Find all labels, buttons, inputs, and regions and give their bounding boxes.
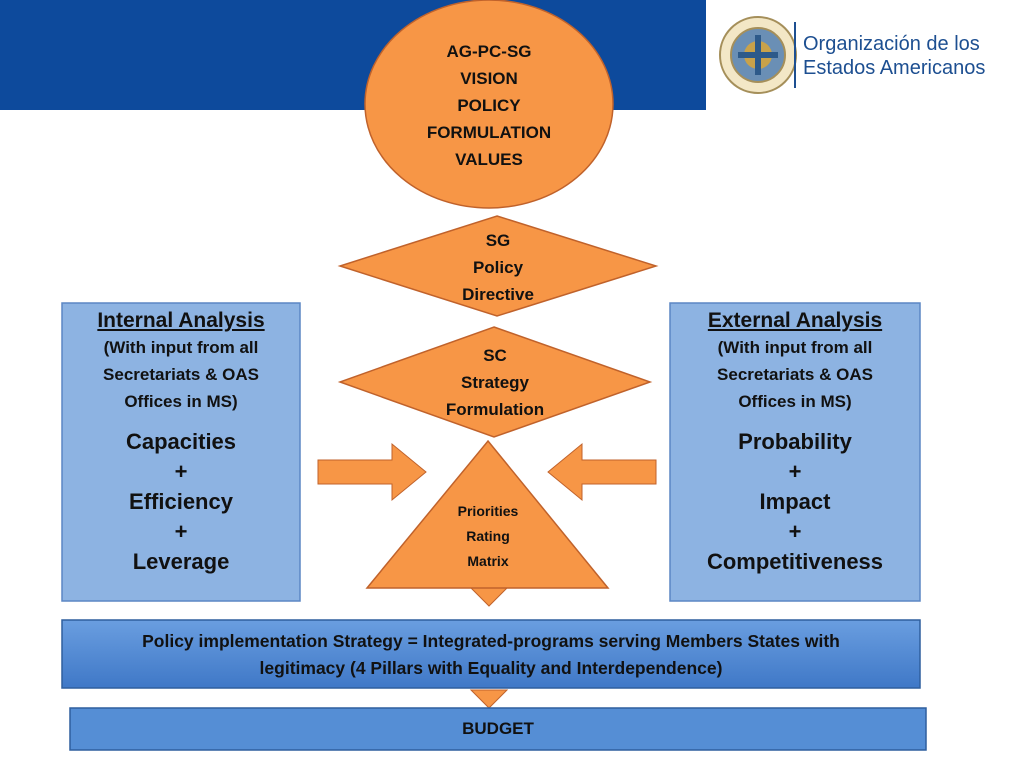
triangle-line-rating: Rating	[466, 528, 510, 544]
external-item-plus-1: +	[788, 459, 802, 484]
strategy-line-2: legitimacy (4 Pillars with Equality and …	[259, 658, 723, 678]
priorities-triangle	[365, 439, 610, 589]
internal-analysis-sub-2: Secretariats & OAS	[103, 365, 259, 384]
org-name-line1: Organización de los	[803, 33, 980, 55]
external-analysis-sub-2: Secretariats & OAS	[717, 365, 873, 384]
policy-directive-diamond	[337, 215, 659, 317]
vision-circle	[364, 0, 614, 209]
internal-analysis-panel	[61, 302, 301, 602]
org-name-line2: Estados Americanos	[803, 57, 986, 79]
circle-line-vision: VISION	[460, 69, 518, 88]
logo-area	[706, 0, 1024, 110]
internal-analysis-sub-3: Offices in MS)	[124, 392, 238, 411]
internal-analysis-text: Internal Analysis (With input from all S…	[62, 308, 300, 577]
budget-bar	[69, 707, 927, 751]
oas-seal-icon	[719, 16, 797, 94]
priorities-triangle-text: Priorities Rating Matrix	[428, 499, 548, 574]
external-item-probability: Probability	[738, 429, 852, 454]
down-connector-2	[469, 689, 509, 709]
internal-item-plus-1: +	[174, 459, 188, 484]
triangle-line-matrix: Matrix	[467, 553, 509, 569]
external-item-impact: Impact	[759, 489, 831, 514]
external-analysis-text: External Analysis (With input from all S…	[670, 308, 920, 577]
external-item-plus-2: +	[788, 519, 802, 544]
diamond2-line-strategy: Strategy	[460, 373, 530, 392]
external-analysis-sub-3: Offices in MS)	[738, 392, 852, 411]
diamond1-line-directive: Directive	[462, 285, 534, 304]
circle-line-values: VALUES	[455, 150, 523, 169]
internal-analysis-sub-1: (With input from all	[103, 338, 259, 357]
org-separator	[794, 22, 796, 88]
internal-item-leverage: Leverage	[132, 549, 230, 574]
external-analysis-title: External Analysis	[707, 309, 883, 332]
diamond2-line-formulation: Formulation	[445, 400, 545, 419]
internal-item-plus-2: +	[174, 519, 188, 544]
vision-circle-text: AG-PC-SG VISION POLICY FORMULATION VALUE…	[389, 38, 589, 173]
left-arrow-shape	[547, 442, 657, 502]
circle-line-policy: POLICY	[457, 96, 521, 115]
strategy-bar-text: Policy implementation Strategy = Integra…	[62, 628, 920, 682]
policy-directive-text: SG Policy Directive	[418, 227, 578, 308]
external-analysis-sub-1: (With input from all	[717, 338, 873, 357]
org-name: Organización de los Estados Americanos	[803, 32, 985, 80]
external-item-competitiveness: Competitiveness	[706, 549, 884, 574]
diamond1-line-sg: SG	[485, 231, 511, 250]
external-analysis-panel	[669, 302, 921, 602]
internal-item-capacities: Capacities	[125, 429, 237, 454]
strategy-bar	[61, 619, 921, 689]
strategy-line-1: Policy implementation Strategy = Integra…	[142, 631, 840, 651]
right-arrow-shape	[317, 442, 427, 502]
triangle-line-priorities: Priorities	[457, 503, 519, 519]
circle-line-ag: AG-PC-SG	[446, 42, 532, 61]
diamond1-line-policy: Policy	[472, 258, 524, 277]
strategy-formulation-text: SC Strategy Formulation	[405, 342, 585, 423]
internal-analysis-title: Internal Analysis	[97, 309, 265, 332]
budget-label: BUDGET	[462, 719, 534, 738]
diamond2-line-sc: SC	[483, 346, 507, 365]
internal-item-efficiency: Efficiency	[129, 489, 233, 514]
strategy-formulation-diamond	[337, 326, 653, 438]
circle-line-formulation: FORMULATION	[426, 123, 552, 142]
down-connector-1	[469, 587, 509, 607]
